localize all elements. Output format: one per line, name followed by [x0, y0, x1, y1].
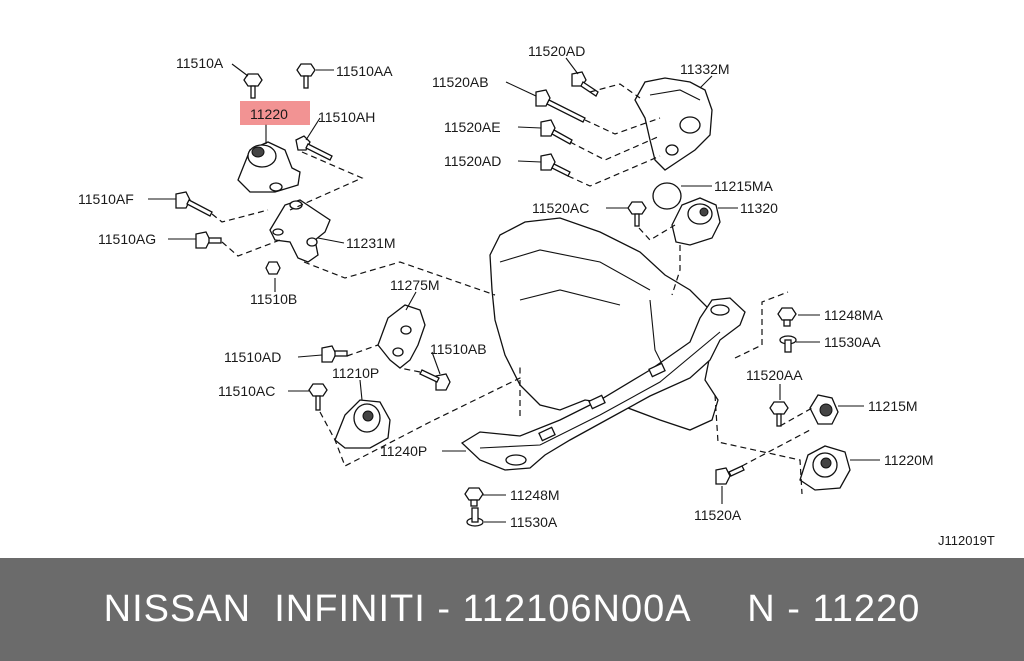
insulator-11215m: [809, 394, 839, 425]
leader-lines: [148, 57, 880, 523]
label-11510a: 11510A: [176, 55, 224, 71]
diagram-ref-code: J112019T: [938, 533, 995, 548]
bolt-11510ab: [419, 369, 451, 391]
label-11530a: 11530A: [510, 514, 558, 530]
engine-mount-11220m: [799, 445, 851, 491]
bolt-11510ah: [295, 135, 333, 161]
bolt-11520aa: [769, 401, 789, 427]
bracket-11275m: [377, 304, 426, 369]
label-11240p: 11240P: [380, 443, 427, 459]
part-number-caption: NISSAN INFINITI - 112106N00A N - 11220: [103, 588, 921, 630]
bolt-11530a: [466, 507, 484, 527]
label-11510ad: 11510AD: [224, 349, 281, 365]
bolt-11520a: [715, 465, 745, 485]
crossmember-11240p: [460, 297, 746, 471]
label-11520ad-top: 11520AD: [528, 43, 585, 59]
label-11520a: 11520A: [694, 507, 742, 523]
label-11220: 11220: [250, 106, 288, 122]
label-11510ag: 11510AG: [98, 231, 156, 247]
fasteners: [175, 63, 797, 527]
bolt-11510a: [243, 73, 263, 99]
nut-11248m: [464, 487, 484, 507]
label-11320: 11320: [740, 200, 778, 216]
bolt-11520ad-top: [571, 71, 599, 97]
bolt-11510ac: [308, 383, 328, 411]
nut-11248ma: [777, 307, 797, 327]
label-11510aa: 11510AA: [336, 63, 393, 79]
label-11510ac: 11510AC: [218, 383, 275, 399]
bolt-11510af: [175, 191, 213, 217]
bolt-11520ae: [540, 119, 573, 145]
label-11510b: 11510B: [250, 291, 297, 307]
label-11220m: 11220M: [884, 452, 934, 468]
label-11215m: 11215M: [868, 398, 918, 414]
bracket-11231m: [269, 199, 331, 263]
label-11520ae: 11520AE: [444, 119, 501, 135]
engine-mount-11220: [237, 141, 301, 193]
label-11275m: 11275M: [390, 277, 440, 293]
label-11510ah: 11510AH: [318, 109, 375, 125]
engine-mount-11210p: [334, 399, 391, 449]
engine-mount-diagram: 11510A 11510AA 11220 11510AH 11510AF 115…: [78, 43, 995, 548]
nut-11510b: [265, 261, 281, 275]
part-labels: 11510A 11510AA 11220 11510AH 11510AF 115…: [78, 43, 995, 548]
bolt-11520ab: [535, 89, 586, 123]
label-11530aa: 11530AA: [824, 334, 881, 350]
label-11332m: 11332M: [680, 61, 730, 77]
label-11248ma: 11248MA: [824, 307, 884, 323]
bolt-11520ac: [627, 201, 647, 227]
label-11210p: 11210P: [332, 365, 379, 381]
insulator-11215ma: [652, 182, 682, 210]
label-11510af: 11510AF: [78, 191, 134, 207]
label-11215ma: 11215MA: [714, 178, 774, 194]
bolt-11510ad: [321, 345, 348, 363]
bolt-11520ad: [540, 153, 571, 177]
label-11231m: 11231M: [346, 235, 396, 251]
engine-mount-11320: [671, 197, 721, 246]
bolt-11510aa: [296, 63, 316, 89]
highlight-11220: [240, 101, 310, 125]
label-11520ad: 11520AD: [444, 153, 501, 169]
bolt-11510ag: [195, 231, 222, 249]
footer-bar: NISSAN INFINITI - 112106N00A N - 11220: [0, 558, 1024, 661]
label-11248m: 11248M: [510, 487, 560, 503]
label-11520ac: 11520AC: [532, 200, 589, 216]
bracket-11332m: [634, 77, 713, 171]
bolt-11530aa: [779, 335, 797, 353]
label-11510ab: 11510AB: [430, 341, 487, 357]
assembly-lines: [211, 83, 813, 495]
label-11520aa: 11520AA: [746, 367, 803, 383]
label-11520ab: 11520AB: [432, 74, 489, 90]
